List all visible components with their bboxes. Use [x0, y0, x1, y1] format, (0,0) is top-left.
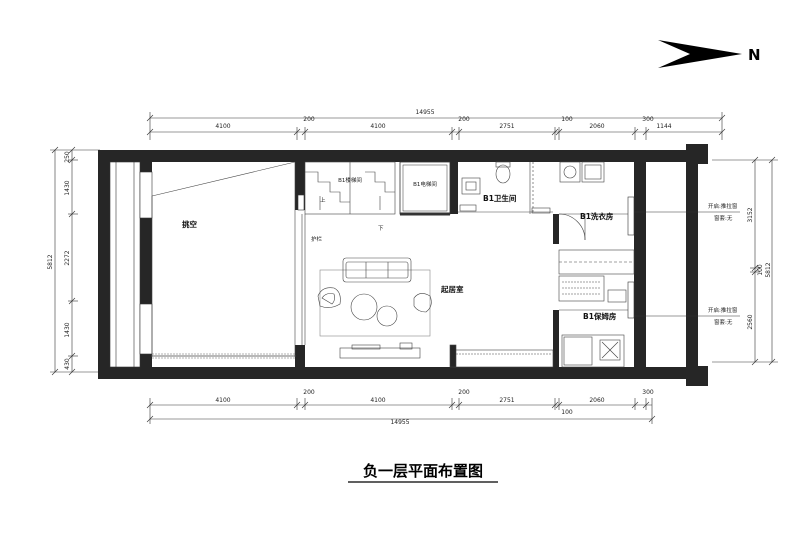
right-dim-seg: 3152 [747, 207, 754, 222]
bottom-dim-seg: 200 [303, 389, 315, 396]
bottom-dim-total: 14955 [390, 419, 409, 426]
right-dim-total: 5812 [765, 262, 772, 277]
top-dim-seg: 1144 [656, 123, 671, 130]
top-dimensions [146, 112, 726, 140]
left-dim-total: 5812 [47, 254, 54, 269]
top-dim-seg: 2060 [589, 123, 604, 130]
living-room [317, 257, 554, 368]
top-dim-seg: 100 [561, 116, 573, 123]
top-dim-seg: 200 [458, 116, 470, 123]
light-well [109, 161, 153, 368]
bottom-dim-seg: 2751 [499, 397, 514, 404]
top-dim-seg: 200 [303, 116, 315, 123]
bottom-dim-seg: 4100 [370, 397, 385, 404]
bottom-dim-seg: 200 [458, 389, 470, 396]
top-dim-seg: 2751 [499, 123, 514, 130]
bottom-dim-seg: 300 [642, 389, 654, 396]
north-label: N [748, 46, 761, 64]
window-note-1-line1: 开启:推拉窗 [708, 202, 738, 210]
window-note-2-line2: 窗套:无 [714, 318, 733, 326]
stair-hall [297, 161, 396, 345]
left-dimensions [50, 146, 100, 376]
left-dim-seg: 2272 [64, 250, 71, 265]
north-arrow-icon [658, 40, 742, 68]
rail-label: 护栏 [311, 235, 323, 243]
stair-down-label: 下 [378, 225, 384, 232]
north-arrow: N [658, 40, 761, 68]
nanny-room [561, 334, 625, 368]
room-stair-label: B1楼梯间 [338, 176, 362, 184]
bottom-dim-seg: 100 [561, 409, 573, 416]
top-dim-seg: 4100 [370, 123, 385, 130]
wardrobe [558, 249, 635, 319]
bathroom [458, 161, 553, 214]
bottom-dim-seg: 4100 [215, 397, 230, 404]
bottom-dimensions [146, 398, 656, 424]
left-dim-seg: 1430 [64, 180, 71, 195]
left-dim-seg: 250 [64, 151, 71, 163]
stair-up-label: 上 [320, 196, 326, 204]
bottom-dim-seg: 2060 [589, 397, 604, 404]
drawing-title: 负一层平面布置图 [363, 462, 483, 480]
window-note-2-line1: 开启:推拉窗 [708, 306, 738, 314]
window-notes [634, 211, 740, 317]
top-dim-seg: 300 [642, 116, 654, 123]
room-elevator-label: B1电梯间 [413, 180, 437, 188]
room-laundry-label: B1洗衣房 [580, 211, 614, 221]
top-dim-seg: 4100 [215, 123, 230, 130]
laundry [558, 161, 635, 241]
left-dim-seg: 430 [64, 358, 71, 370]
right-dim-seg: 100 [757, 264, 764, 276]
right-dim-seg: 2560 [747, 314, 754, 329]
elevator-hall [399, 161, 451, 216]
room-bath-label: B1卫生间 [483, 193, 516, 203]
room-nanny-label: B1保姆房 [583, 311, 617, 321]
room-living-label: 起居室 [440, 284, 464, 294]
left-dim-seg: 1430 [64, 322, 71, 337]
window-note-1-line2: 窗套:无 [714, 214, 733, 222]
void-area [151, 161, 296, 359]
right-dimensions [712, 156, 778, 366]
room-void-label: 挑空 [182, 219, 197, 229]
top-dim-total: 14955 [415, 109, 434, 116]
